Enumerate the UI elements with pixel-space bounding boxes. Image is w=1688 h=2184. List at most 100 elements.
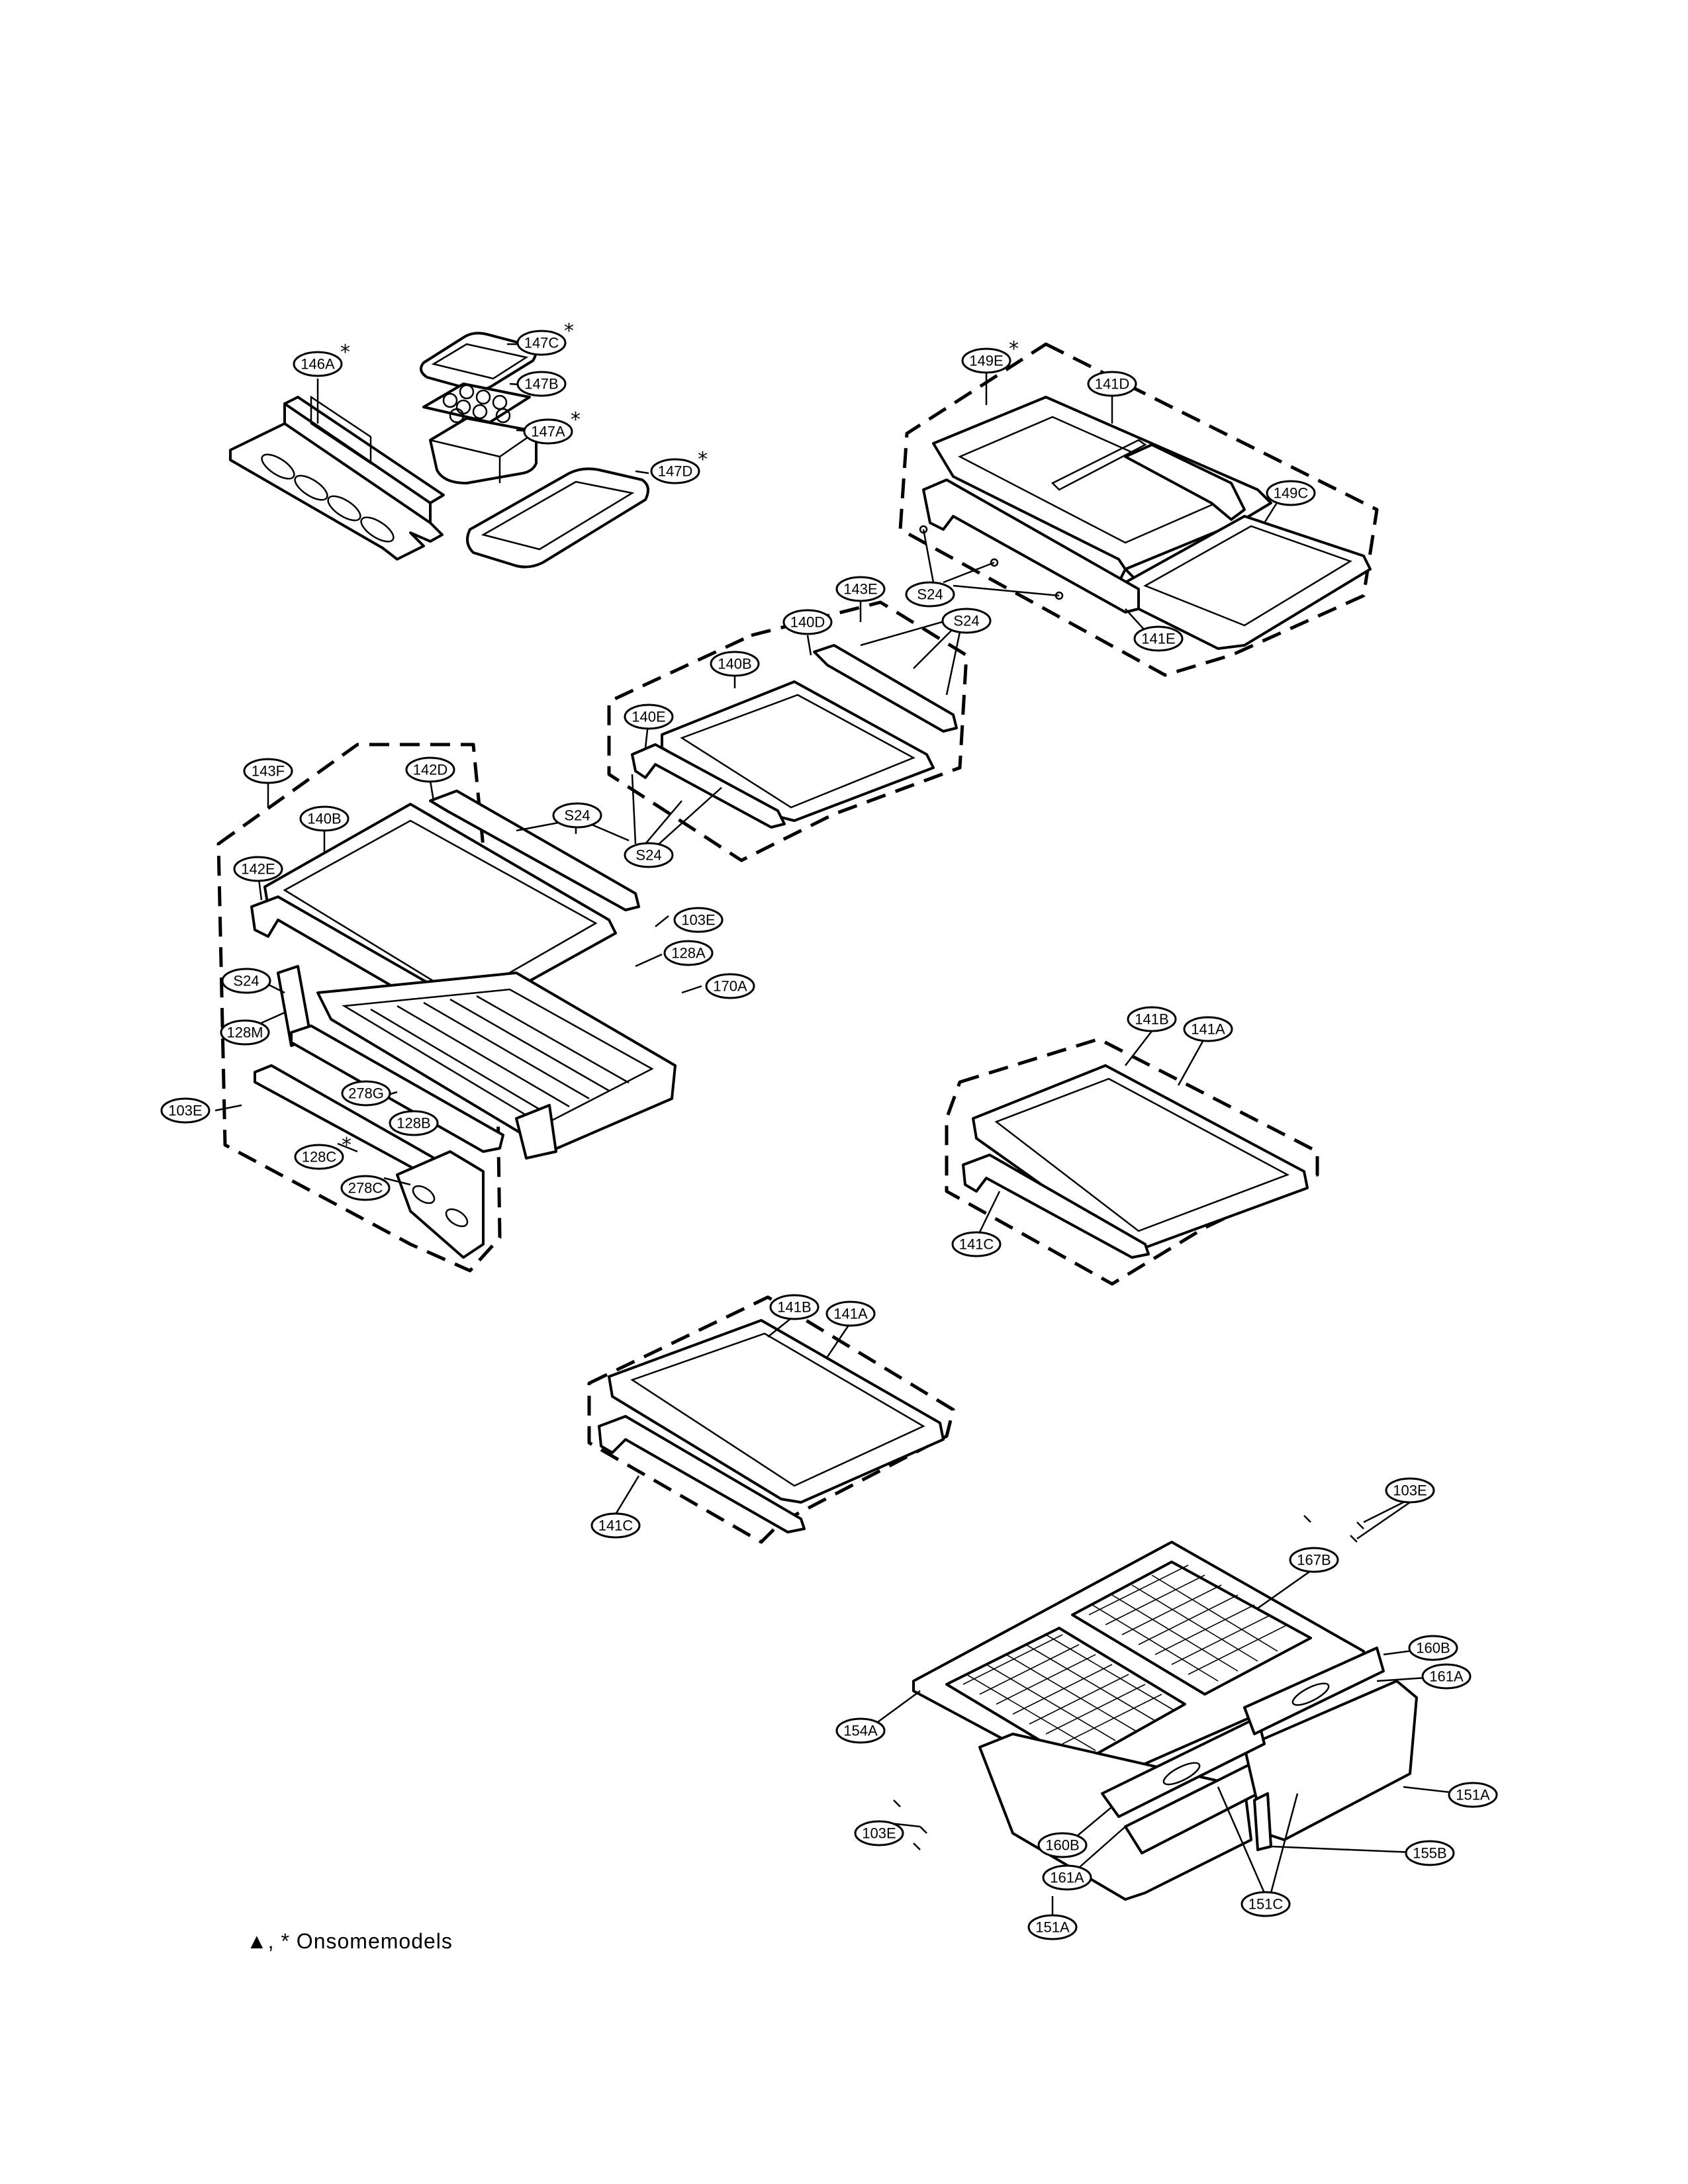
callout-text: 141A	[1191, 1021, 1225, 1038]
callout-ellipse	[624, 704, 674, 730]
callout-ellipse	[650, 458, 700, 484]
callout-text: 141C	[959, 1236, 994, 1253]
callout-ellipse	[294, 1144, 344, 1170]
callout-text: 128C	[302, 1149, 337, 1165]
asterisk-mark: *	[340, 341, 350, 364]
callout-ellipse	[340, 1175, 391, 1201]
callout-141b: 141B	[769, 1294, 820, 1320]
assembly-boundary-141a-middle	[587, 1295, 955, 1544]
callout-ellipse	[961, 347, 1011, 374]
slide-rail-278g	[290, 1024, 504, 1153]
callout-ellipse	[769, 1294, 820, 1320]
callout-160b: 160B	[1408, 1635, 1458, 1661]
rail-140d	[813, 644, 958, 733]
callout-140b: 140B	[710, 651, 760, 677]
asterisk-mark: *	[342, 1134, 352, 1157]
callout-ellipse	[1127, 1006, 1177, 1032]
callout-278g: 278G	[341, 1080, 391, 1107]
bracket-278c	[396, 1150, 485, 1259]
callout-ellipse	[516, 371, 567, 397]
callout-149e: 149E*	[961, 338, 1019, 374]
callout-147d: 147D*	[650, 448, 708, 484]
callout-141a: 141A	[1183, 1016, 1233, 1042]
callout-ellipse	[673, 907, 724, 933]
callout-151c: 151C	[1241, 1891, 1291, 1917]
callout-147a: 147A*	[523, 408, 581, 445]
callout-text: 103E	[862, 1825, 896, 1842]
callout-128b: 128B	[389, 1110, 439, 1136]
callout-141e: 141E	[1133, 625, 1184, 652]
callout-text: 160B	[1045, 1837, 1079, 1854]
callout-text: 141B	[1135, 1011, 1168, 1028]
callout-text: S24	[635, 847, 661, 864]
callout-ellipse	[160, 1097, 211, 1124]
callout-151a: 151A	[1027, 1914, 1078, 1940]
callout-140d: 140D	[782, 609, 833, 635]
callout-text: 128M	[226, 1024, 263, 1041]
callout-text: 128B	[397, 1115, 430, 1132]
callout-142e: 142E	[233, 856, 283, 882]
callout-text: 142D	[413, 762, 448, 778]
bracket-141e	[919, 478, 1140, 614]
callout-ellipse	[405, 756, 455, 783]
callout-text: 161A	[1050, 1870, 1084, 1886]
callout-text: 103E	[1393, 1482, 1427, 1499]
callout-text: 141B	[777, 1299, 811, 1316]
callout-ellipse	[705, 973, 755, 999]
callout-s24: S24	[624, 842, 674, 868]
callout-text: 151A	[1456, 1787, 1490, 1803]
callout-ellipse	[1405, 1840, 1455, 1866]
shelf-141b-middle	[608, 1319, 945, 1504]
callout-text: 147C	[524, 335, 559, 351]
callout-ellipse	[1448, 1782, 1498, 1808]
callout-ellipse	[220, 1019, 270, 1046]
callout-text: S24	[233, 973, 259, 989]
callout-text: S24	[917, 586, 943, 603]
callout-text: 141A	[833, 1306, 868, 1322]
callout-ellipse	[1289, 1547, 1339, 1573]
callout-text: 141C	[598, 1518, 633, 1534]
callout-278c: 278C	[340, 1175, 391, 1201]
callout-146a: 146A*	[293, 341, 350, 377]
asterisk-mark: *	[564, 320, 574, 343]
callout-ellipse	[825, 1300, 876, 1327]
callout-151a: 151A	[1448, 1782, 1498, 1808]
callout-149c: 149C	[1266, 480, 1316, 506]
dairy-tray-147d	[466, 467, 649, 569]
callout-text: 103E	[168, 1103, 202, 1119]
assembly-boundary-141a-right	[945, 1037, 1319, 1286]
callout-147c: 147C *	[516, 320, 574, 356]
callout-142d: 142D	[405, 756, 455, 783]
callout-ellipse	[710, 651, 760, 677]
asterisk-mark: *	[698, 448, 708, 471]
rail-142d	[429, 790, 640, 911]
callout-text: 142E	[241, 861, 275, 878]
callout-170a: 170A	[705, 973, 755, 999]
callout-155b: 155B	[1405, 1840, 1455, 1866]
assembly-boundary-149e	[898, 342, 1379, 677]
callout-s24: S24	[221, 968, 271, 994]
callout-text: S24	[953, 613, 979, 629]
callout-ellipse	[854, 1820, 904, 1846]
callout-ellipse	[233, 856, 283, 882]
callout-text: 128A	[671, 945, 706, 962]
callout-ellipse	[516, 330, 567, 356]
callout-103e: 103E	[1385, 1477, 1435, 1504]
callout-text: 141D	[1095, 376, 1130, 392]
callout-s24: S24	[552, 802, 602, 829]
callout-ellipse	[1183, 1016, 1233, 1042]
callout-text: S24	[564, 807, 590, 824]
callout-ellipse	[389, 1110, 439, 1136]
callout-text: 140D	[790, 614, 825, 631]
rail-141c-middle	[598, 1415, 806, 1533]
callout-text: 155B	[1413, 1845, 1446, 1862]
callout-141c: 141C	[951, 1231, 1002, 1257]
callout-text: 278G	[348, 1085, 384, 1102]
callout-167b: 167B	[1289, 1547, 1339, 1573]
callout-147b: 147B	[516, 371, 567, 397]
callout-text: 151A	[1035, 1919, 1070, 1936]
callout-161a: 161A	[1421, 1663, 1472, 1690]
callout-ellipse	[951, 1231, 1002, 1257]
callout-text: 143F	[252, 763, 285, 780]
callout-128m: 128M	[220, 1019, 270, 1046]
